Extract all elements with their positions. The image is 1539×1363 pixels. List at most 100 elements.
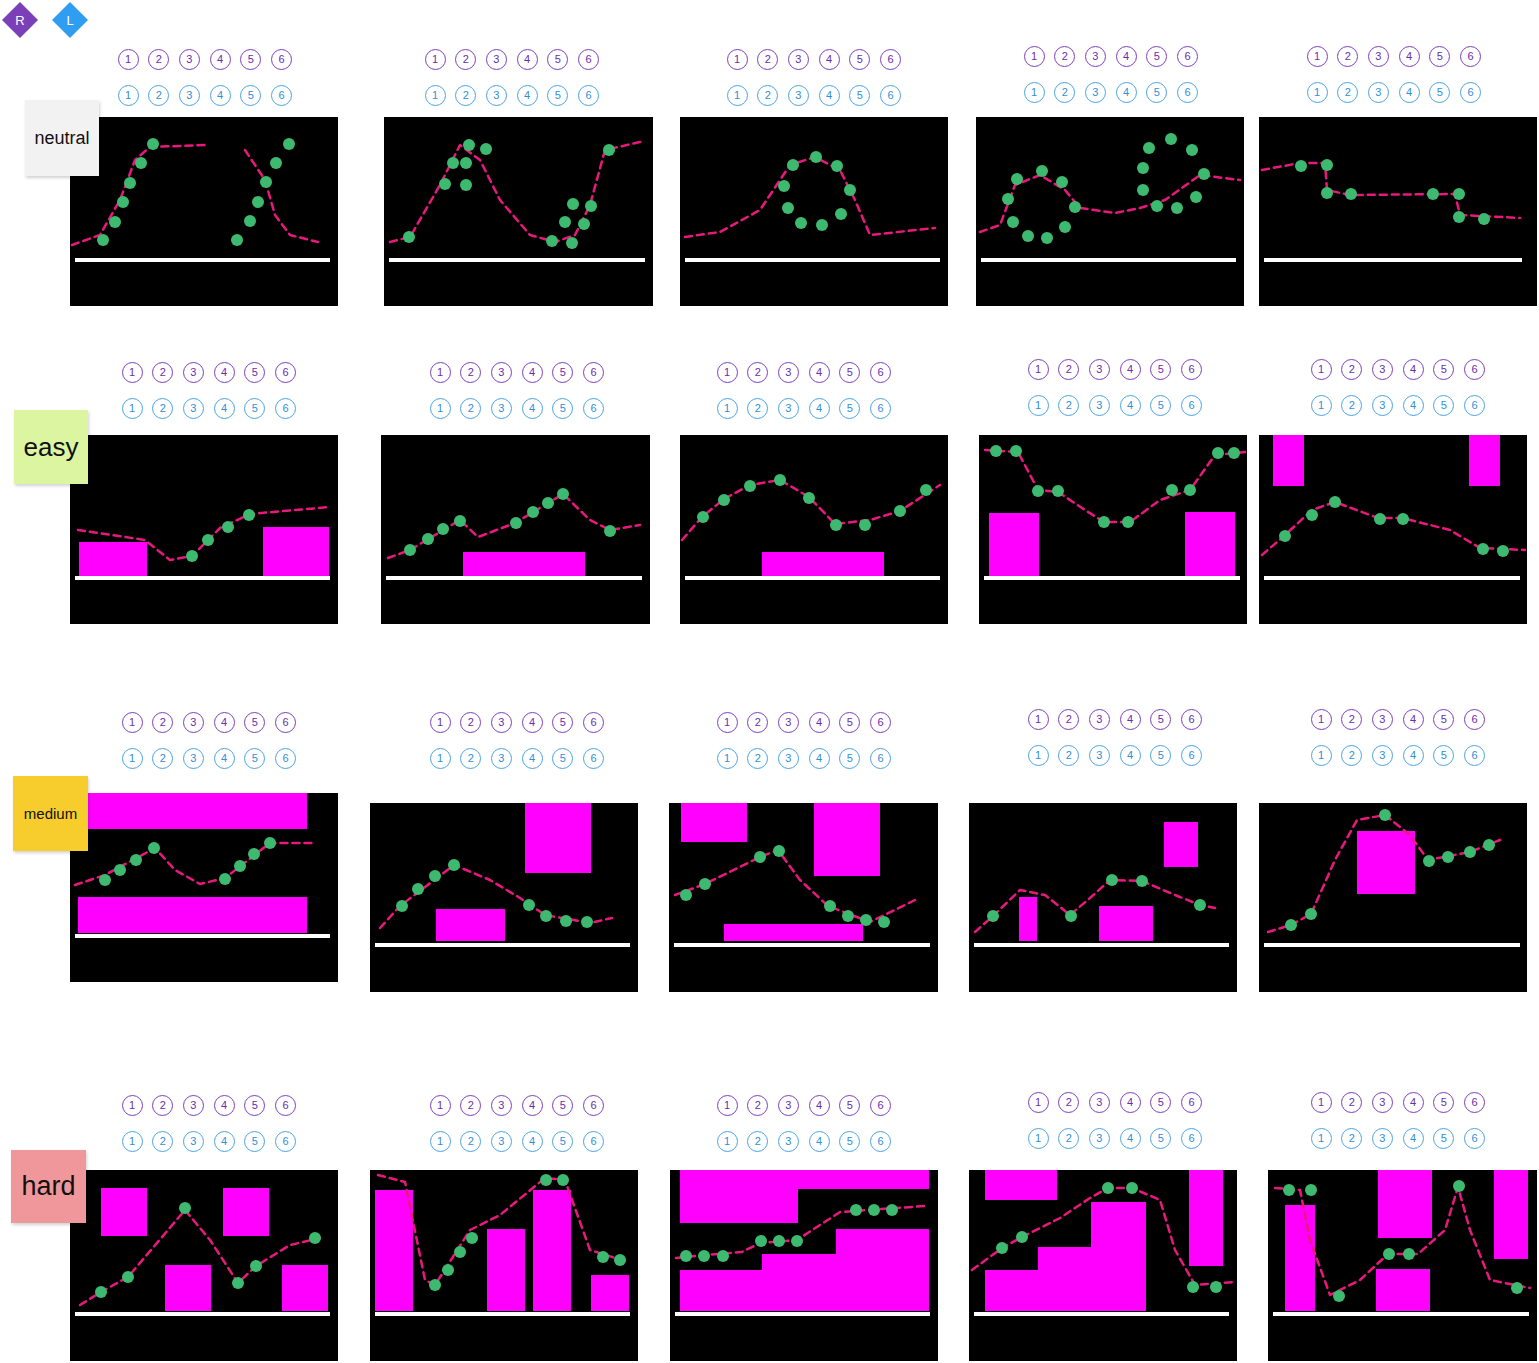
node-text: 3 (498, 717, 504, 728)
node-text: 3 (795, 90, 801, 101)
rating-circle: 6 (870, 712, 891, 733)
rating-circle: 6 (583, 1095, 604, 1116)
node-text: 3 (1096, 400, 1102, 411)
ball-marker (222, 521, 234, 533)
rating-circle: 3 (1089, 709, 1110, 730)
rating-circle: 5 (839, 398, 860, 419)
ground-line (685, 258, 940, 262)
direction-diamond: L (51, 1, 89, 39)
node-text: 6 (1467, 87, 1473, 98)
panel-group (969, 803, 1237, 992)
obstacle-block (263, 527, 329, 576)
panel-group (370, 803, 638, 992)
node-text: 4 (1123, 51, 1129, 62)
ball-marker (202, 534, 214, 546)
ball-marker (557, 1174, 569, 1186)
node-text: 3 (785, 367, 791, 378)
ball-marker (454, 1246, 466, 1258)
ball-marker (1477, 543, 1489, 555)
node-text: 4 (816, 717, 822, 728)
ball-marker (850, 1204, 862, 1216)
rating-circle: 4 (1120, 709, 1141, 730)
ground-line (981, 258, 1236, 262)
node-text: 6 (1188, 1133, 1194, 1144)
panel-background (370, 1170, 638, 1361)
obstacle-block (79, 542, 147, 576)
ball-marker (1228, 447, 1240, 459)
panel-background (670, 1170, 938, 1361)
rating-circle: 3 (1089, 1092, 1110, 1113)
rating-circle: 1 (122, 1095, 143, 1116)
ball-marker (1374, 513, 1386, 525)
trajectory-path (685, 157, 935, 237)
node-text: 6 (877, 403, 883, 414)
panel-background (979, 435, 1247, 624)
ball-marker (122, 1271, 134, 1283)
rating-circle: 5 (1433, 745, 1454, 766)
rating-circle: 5 (244, 362, 265, 383)
rating-circle: 1 (122, 712, 143, 733)
ball-marker (1011, 173, 1023, 185)
rating-circle: 3 (1372, 395, 1393, 416)
rating-circle: 4 (1403, 1092, 1424, 1113)
node-text: 5 (560, 403, 566, 414)
rating-circle: 2 (747, 362, 768, 383)
rating-circle: 6 (1177, 46, 1198, 67)
panel-background (370, 803, 638, 992)
rating-circle: 6 (271, 85, 292, 106)
ball-marker (755, 1235, 767, 1247)
rating-circle: 4 (522, 1131, 543, 1152)
node-text: 1 (1035, 714, 1041, 725)
rating-circle: 1 (727, 85, 748, 106)
ball-marker (1194, 899, 1206, 911)
ball-marker (1098, 516, 1110, 528)
obstacle-block (282, 1265, 328, 1311)
rating-circle: 6 (271, 49, 292, 70)
rating-circle: 3 (1368, 82, 1389, 103)
node-text: 4 (1410, 1133, 1416, 1144)
node-text: 5 (560, 1100, 566, 1111)
node-text: 4 (1127, 400, 1133, 411)
rating-circle: 6 (870, 398, 891, 419)
node-text: 4 (524, 90, 530, 101)
ball-marker (480, 143, 492, 155)
node-text: 5 (847, 1100, 853, 1111)
rating-circle: 3 (1372, 359, 1393, 380)
node-text: easy (24, 434, 79, 460)
node-text: 3 (785, 717, 791, 728)
rating-circle: 4 (809, 1095, 830, 1116)
ball-marker (250, 1260, 262, 1272)
ball-marker (1212, 447, 1224, 459)
node-text: 5 (248, 90, 254, 101)
node-text: 5 (1158, 400, 1164, 411)
rating-circle: 4 (1120, 745, 1141, 766)
node-text: 4 (1410, 400, 1416, 411)
node-text: 5 (555, 90, 561, 101)
node-text: 1 (1318, 714, 1324, 725)
obstacle-block (814, 803, 880, 876)
rating-circle: 5 (849, 85, 870, 106)
ball-marker (454, 515, 466, 527)
rating-circle: 4 (522, 362, 543, 383)
node-text: 6 (282, 1100, 288, 1111)
ball-marker (1295, 160, 1307, 172)
ball-marker (699, 878, 711, 890)
rating-circle: 1 (717, 748, 738, 769)
rating-circle: 2 (460, 362, 481, 383)
panel-background (1259, 435, 1527, 624)
ball-marker (447, 157, 459, 169)
node-text: 6 (1188, 1097, 1194, 1108)
node-text: 3 (498, 1136, 504, 1147)
ball-marker (540, 910, 552, 922)
ball-marker (803, 492, 815, 504)
rating-circle: 2 (148, 49, 169, 70)
panel-group (70, 117, 338, 306)
node-text: 6 (590, 1136, 596, 1147)
node-text: 6 (877, 1100, 883, 1111)
ball-marker (234, 860, 246, 872)
ball-marker (1379, 809, 1391, 821)
ground-line (75, 258, 330, 262)
ball-marker (1007, 216, 1019, 228)
ground-line (675, 1312, 930, 1316)
node-text: 6 (877, 717, 883, 728)
